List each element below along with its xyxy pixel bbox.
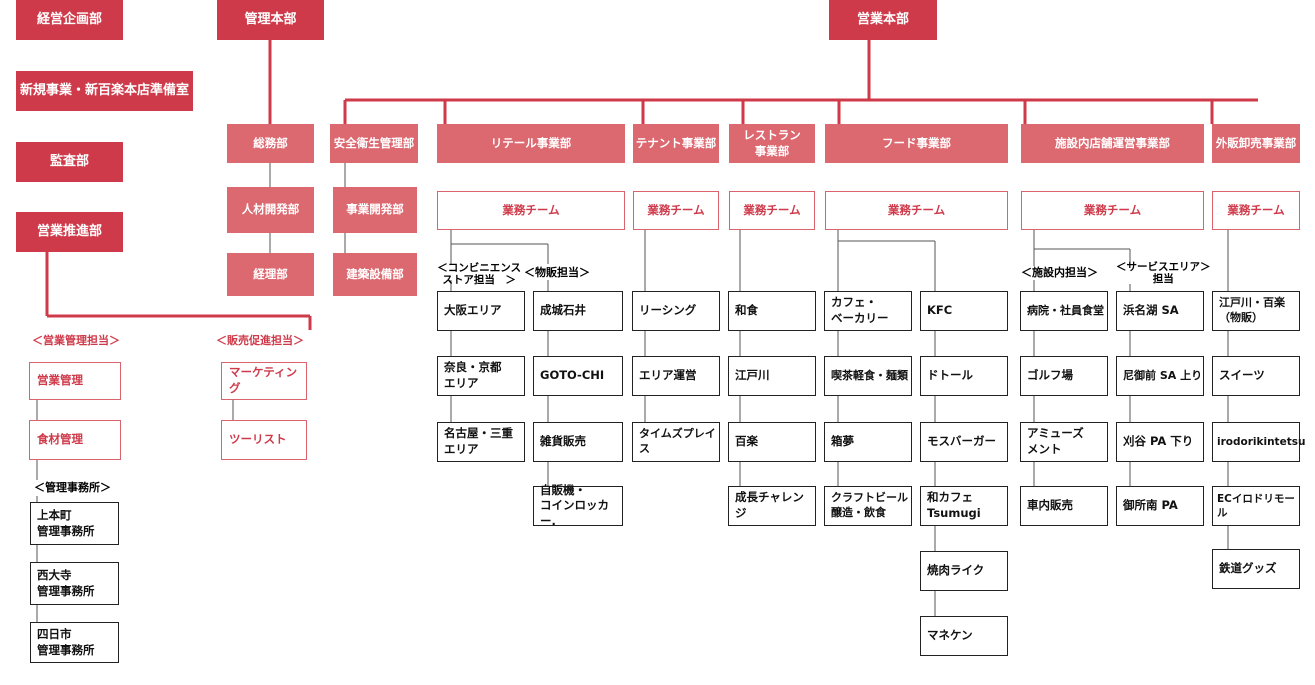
dept-shinki-jigyo: 新規事業・新百楽本店準備室 <box>16 71 193 111</box>
group-label-hanbai-sokushin: ＜販売促進担当＞ <box>216 334 304 347</box>
retail-zakka-hanbai: 雑貨販売 <box>533 422 623 462</box>
dept-shisetsu-nai: 施設内店舗運営事業部 <box>1021 124 1204 163</box>
restaurant-edogawa: 江戸川 <box>728 356 816 396</box>
food-cafe-bakery: カフェ・ ベーカリー <box>824 291 912 331</box>
tenant-times-place: タイムズプレイス <box>632 422 720 462</box>
shisetsu-amusement: アミューズ メント <box>1020 422 1108 462</box>
retail-osaka-area: 大阪エリア <box>437 291 525 331</box>
dept-eigyo-honbu: 営業本部 <box>829 0 937 40</box>
retail-goto-chi: GOTO-CHI <box>533 356 623 396</box>
retail-jihanki: 自販機・ コインロッカー. <box>533 483 623 528</box>
food-craft-beer: クラフトビール 醸造・飲食 <box>824 486 912 526</box>
restaurant-washoku: 和食 <box>728 291 816 331</box>
gaihan-edogawa-hyakuraku: 江戸川・百楽 （物販） <box>1212 291 1300 331</box>
food-yakiniku-like: 焼肉ライク <box>920 551 1008 591</box>
pa-goshominami: 御所南 PA <box>1116 486 1204 526</box>
retail-nagoya-mie-area: 名古屋・三重 エリア <box>437 422 525 462</box>
gaihan-tetsudo-goods: 鉄道グッズ <box>1212 549 1300 589</box>
food-wacafe-tsumugi: 和カフェ Tsumugi <box>920 486 1008 526</box>
food-kissa-menrui: 喫茶軽食・麺類 <box>824 356 912 396</box>
food-mos-burger: モスバーガー <box>920 422 1008 462</box>
dept-somu: 総務部 <box>227 124 314 163</box>
food-kfc: KFC <box>920 291 1008 331</box>
dept-jigyo-kaihatsu: 事業開発部 <box>333 187 417 233</box>
dept-gaihan-oroshi: 外販卸売事業部 <box>1212 124 1300 163</box>
food-doutor: ドトール <box>920 356 1008 396</box>
restaurant-seicho-challenge: 成長チャレンジ <box>728 486 816 526</box>
team-retail: 業務チーム <box>437 191 625 230</box>
jimusho-saidaiji: 西大寺 管理事務所 <box>30 562 119 605</box>
dept-kenchiku-setsubi: 建築設備部 <box>333 253 417 296</box>
tenant-area-unei: エリア運営 <box>632 356 720 396</box>
restaurant-hyakuraku: 百楽 <box>728 422 816 462</box>
group-label-cvs: ＜コンビニエンス ストア担当 ＞ <box>437 262 522 287</box>
unit-eigyo-kanri: 営業管理 <box>29 362 121 400</box>
jimusho-yokkaichi: 四日市 管理事務所 <box>30 622 119 663</box>
sa-amagozen: 尼御前 SA 上り <box>1116 356 1204 396</box>
dept-food: フード事業部 <box>825 124 1008 163</box>
group-label-buppan: ＜物販担当＞ <box>524 266 590 279</box>
team-tenant: 業務チーム <box>633 191 719 230</box>
dept-kanri-honbu: 管理本部 <box>217 0 324 40</box>
unit-shokuzai-kanri: 食材管理 <box>29 420 121 460</box>
group-label-eigyo-kanri: ＜営業管理担当＞ <box>32 334 120 347</box>
tenant-leasing: リーシング <box>632 291 720 331</box>
gaihan-irodorikintetsu: irodorikintetsu <box>1212 422 1305 462</box>
group-label-kanri-jimusho: ＜管理事務所＞ <box>34 481 111 494</box>
shisetsu-shanai-hanbai: 車内販売 <box>1020 486 1108 526</box>
group-label-shisetsu-nai: ＜施設内担当＞ <box>1021 266 1098 279</box>
dept-kansa: 監査部 <box>16 142 123 182</box>
dept-retail: リテール事業部 <box>437 124 625 163</box>
unit-tourist: ツーリスト <box>221 420 307 460</box>
pa-kariya: 刈谷 PA 下り <box>1116 422 1204 462</box>
dept-restaurant: レストラン 事業部 <box>729 124 815 163</box>
jimusho-uehonmachi: 上本町 管理事務所 <box>30 502 119 545</box>
team-gaihan: 業務チーム <box>1212 191 1300 230</box>
dept-tenant: テナント事業部 <box>633 124 719 163</box>
sa-hamanako: 浜名湖 SA <box>1116 291 1204 331</box>
dept-eigyo-suishin: 営業推進部 <box>16 212 123 252</box>
team-food: 業務チーム <box>825 191 1008 230</box>
retail-nara-kyoto-area: 奈良・京都 エリア <box>437 356 525 396</box>
gaihan-sweets: スイーツ <box>1212 356 1300 396</box>
group-label-service-area: ＜サービスエリア＞ 担当 <box>1116 261 1211 286</box>
food-hakoyume: 箱夢 <box>824 422 912 462</box>
dept-keiei-kikaku: 経営企画部 <box>16 0 123 40</box>
dept-anzen-eisei: 安全衛生管理部 <box>330 124 418 163</box>
food-manneken: マネケン <box>920 616 1008 656</box>
retail-seijo-ishii: 成城石井 <box>533 291 623 331</box>
team-shisetsu: 業務チーム <box>1021 191 1204 230</box>
dept-keiri: 経理部 <box>227 253 314 296</box>
team-restaurant: 業務チーム <box>729 191 815 230</box>
shisetsu-byoin-shokudo: 病院・社員食堂 <box>1020 291 1108 331</box>
gaihan-ec-irodori-mall: ECイロドリモール <box>1212 486 1300 526</box>
unit-marketing: マーケティング <box>221 362 307 400</box>
dept-jinzai-kaihatsu: 人材開発部 <box>227 187 314 233</box>
shisetsu-golf: ゴルフ場 <box>1020 356 1108 396</box>
